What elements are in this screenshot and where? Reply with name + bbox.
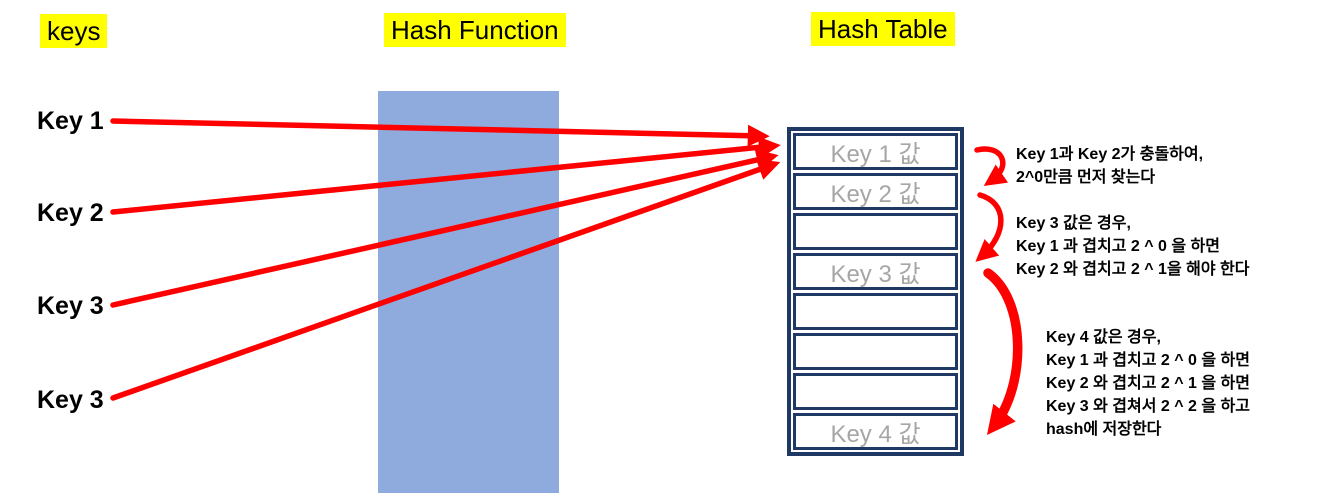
annotation-line: Key 2 와 겹치고 2 ^ 1 을 하면 — [1046, 375, 1250, 392]
annotation-line: Key 1 과 겹치고 2 ^ 0 을 하면 — [1046, 352, 1250, 369]
annotation-line: Key 4 값은 경우, — [1046, 329, 1161, 346]
hash-function-heading: Hash Function — [384, 13, 566, 47]
hash-table-cell-2 — [793, 213, 958, 250]
hash-table-cell-6 — [793, 373, 958, 410]
key-label-3: Key 3 — [37, 292, 104, 320]
annotation-line: Key 2 와 겹치고 2 ^ 1을 해야 한다 — [1016, 261, 1250, 278]
probe-arrow-2pow1-icon — [975, 192, 1004, 262]
annotation-line: Key 1 과 겹치고 2 ^ 0 을 하면 — [1016, 238, 1220, 255]
hash-table-heading: Hash Table — [811, 12, 955, 46]
annotation-line: Key 1과 Key 2가 충돌하여, — [1016, 146, 1204, 163]
hash-function-box — [378, 91, 559, 493]
annotation-key3-probing: Key 3 값은 경우, Key 1 과 겹치고 2 ^ 0 을 하면 Key … — [1016, 212, 1249, 281]
key-label-4: Key 3 — [37, 386, 104, 414]
key-label-2: Key 2 — [37, 199, 104, 227]
annotation-key4-probing: Key 4 값은 경우, Key 1 과 겹치고 2 ^ 0 을 하면 Key … — [1046, 326, 1250, 441]
hash-table: Key 1 값 Key 2 값 Key 3 값 Key 4 값 — [787, 127, 964, 456]
hash-table-cell-0: Key 1 값 — [793, 133, 958, 170]
hash-table-cell-7: Key 4 값 — [793, 413, 958, 450]
annotation-line: Key 3 값은 경우, — [1016, 215, 1131, 232]
probe-arrow-2pow0-icon — [974, 146, 1009, 186]
key-label-1: Key 1 — [37, 107, 104, 135]
hash-table-cell-4 — [793, 293, 958, 330]
hash-table-cell-3: Key 3 값 — [793, 253, 958, 290]
keys-heading: keys — [40, 14, 108, 48]
probe-arrow-2pow2-icon — [983, 268, 1023, 435]
annotation-collision-key1-key2: Key 1과 Key 2가 충돌하여, 2^0만큼 먼저 찾는다 — [1016, 143, 1203, 189]
hash-table-cell-5 — [793, 333, 958, 370]
annotation-line: 2^0만큼 먼저 찾는다 — [1016, 169, 1156, 186]
hash-table-cell-1: Key 2 값 — [793, 173, 958, 210]
annotation-line: hash에 저장한다 — [1046, 421, 1162, 438]
annotation-line: Key 3 와 겹쳐서 2 ^ 2 을 하고 — [1046, 398, 1250, 415]
